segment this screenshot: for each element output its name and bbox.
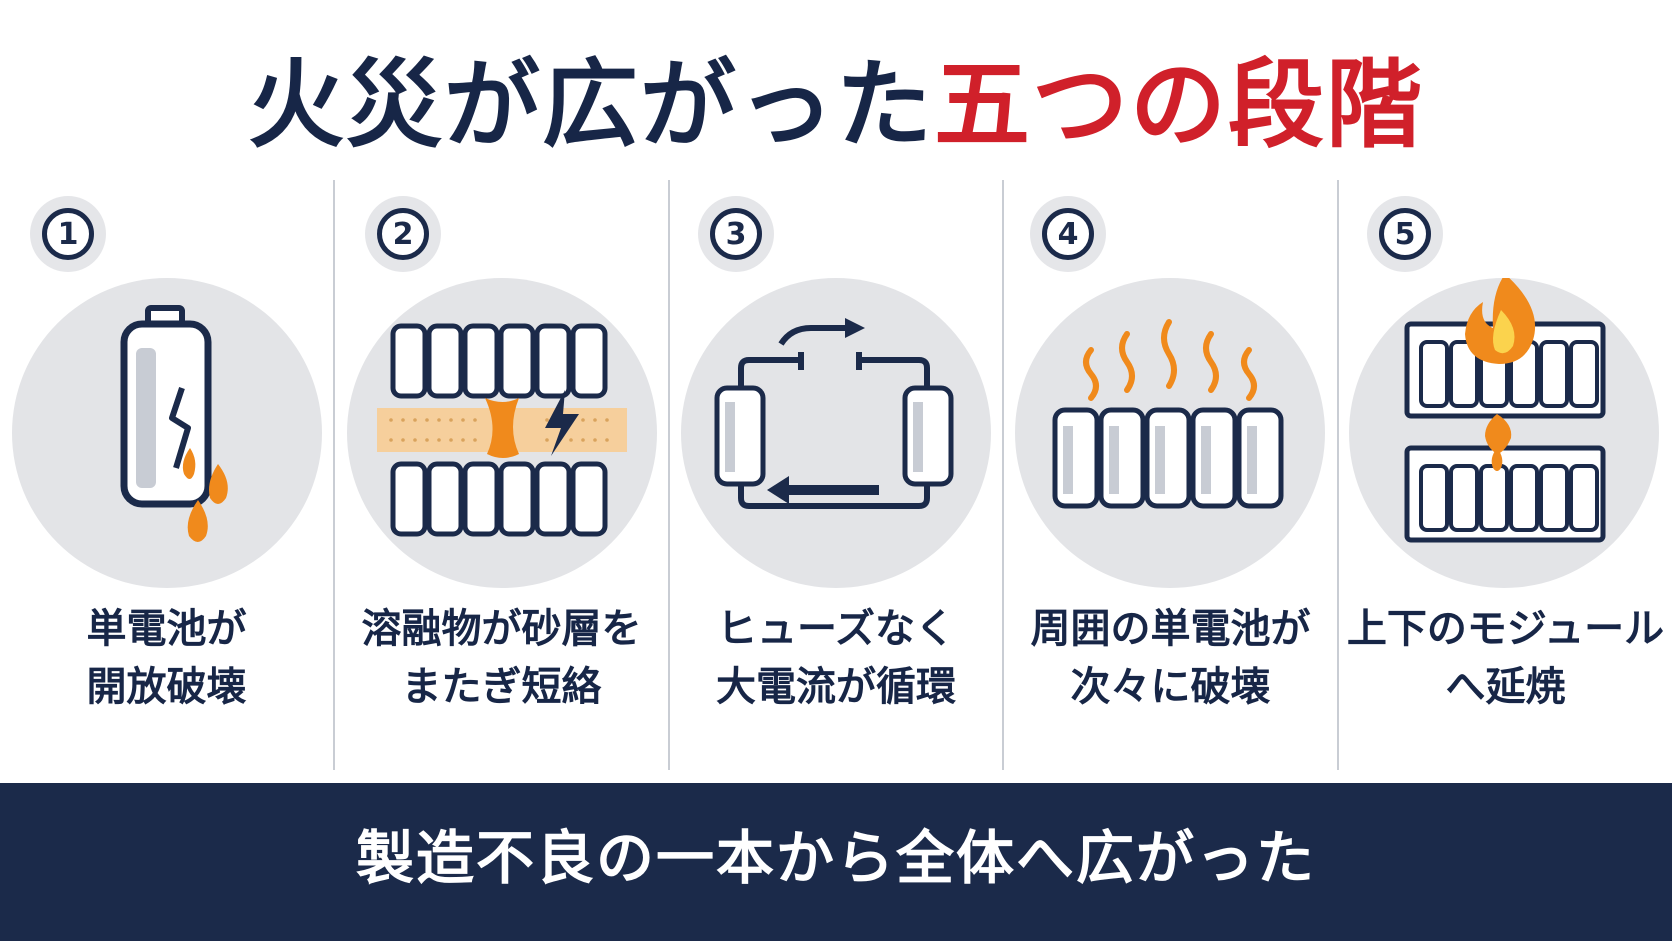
stage-number-badge: 4 [1030, 196, 1106, 272]
stage-number: 4 [1042, 208, 1094, 260]
caption-line-1: 溶融物が砂層を [361, 606, 642, 652]
summary-banner: 製造不良の一本から全体へ広がった [0, 783, 1672, 941]
divider [333, 180, 335, 770]
stage-4: 4 [1004, 180, 1337, 770]
caption-line-2: またぎ短絡 [401, 664, 602, 710]
stage-3-icon-bg [681, 278, 991, 588]
current-loop-icon [714, 318, 954, 509]
stage-number-badge: 1 [30, 196, 106, 272]
caption-line-2: へ延焼 [1445, 664, 1566, 710]
caption-line-2: 開放破壊 [86, 664, 247, 710]
divider [1002, 180, 1004, 770]
stage-caption: 溶融物が砂層を またぎ短絡 [335, 600, 668, 716]
stage-caption: ヒューズなく 大電流が循環 [670, 600, 1002, 716]
stage-3: 3 ヒューズなく 大電流が循環 [670, 180, 1002, 770]
caption-line-1: 上下のモジュール [1346, 606, 1665, 652]
caption-line-1: 周囲の単電池が [1030, 606, 1311, 652]
stages-panel: 1 単電池が 開放破壊 2 [0, 180, 1672, 770]
stage-4-icon-bg [1015, 278, 1325, 588]
title-part-1: 火災が広がった [248, 49, 934, 161]
module-fire-spread-icon [1404, 278, 1606, 543]
stage-number: 2 [377, 208, 429, 260]
stage-number: 3 [710, 208, 762, 260]
stage-5-icon-bg [1349, 278, 1659, 588]
caption-line-1: ヒューズなく [717, 606, 955, 652]
page-title: 火災が広がった五つの段階 [0, 40, 1672, 170]
melt-short-circuit-icon [377, 323, 627, 537]
stage-2: 2 [335, 180, 668, 770]
title-part-2: 五つの段階 [934, 49, 1424, 161]
stage-1: 1 単電池が 開放破壊 [0, 180, 333, 770]
stage-2-icon-bg [347, 278, 657, 588]
heated-cells-icon [1052, 319, 1284, 509]
stage-5: 5 [1339, 180, 1672, 770]
stage-number-badge: 2 [365, 196, 441, 272]
stage-caption: 周囲の単電池が 次々に破壊 [1004, 600, 1337, 716]
stage-number-badge: 5 [1367, 196, 1443, 272]
ruptured-cell-icon [120, 305, 228, 542]
stage-number: 1 [42, 208, 94, 260]
stage-1-icon-bg [12, 278, 322, 588]
divider [668, 180, 670, 770]
divider [1337, 180, 1339, 770]
caption-line-2: 次々に破壊 [1070, 664, 1271, 710]
stage-number: 5 [1379, 208, 1431, 260]
caption-line-2: 大電流が循環 [716, 664, 956, 710]
stage-caption: 上下のモジュール へ延焼 [1339, 600, 1672, 716]
stage-number-badge: 3 [698, 196, 774, 272]
stage-caption: 単電池が 開放破壊 [0, 600, 333, 716]
caption-line-1: 単電池が [86, 606, 247, 652]
